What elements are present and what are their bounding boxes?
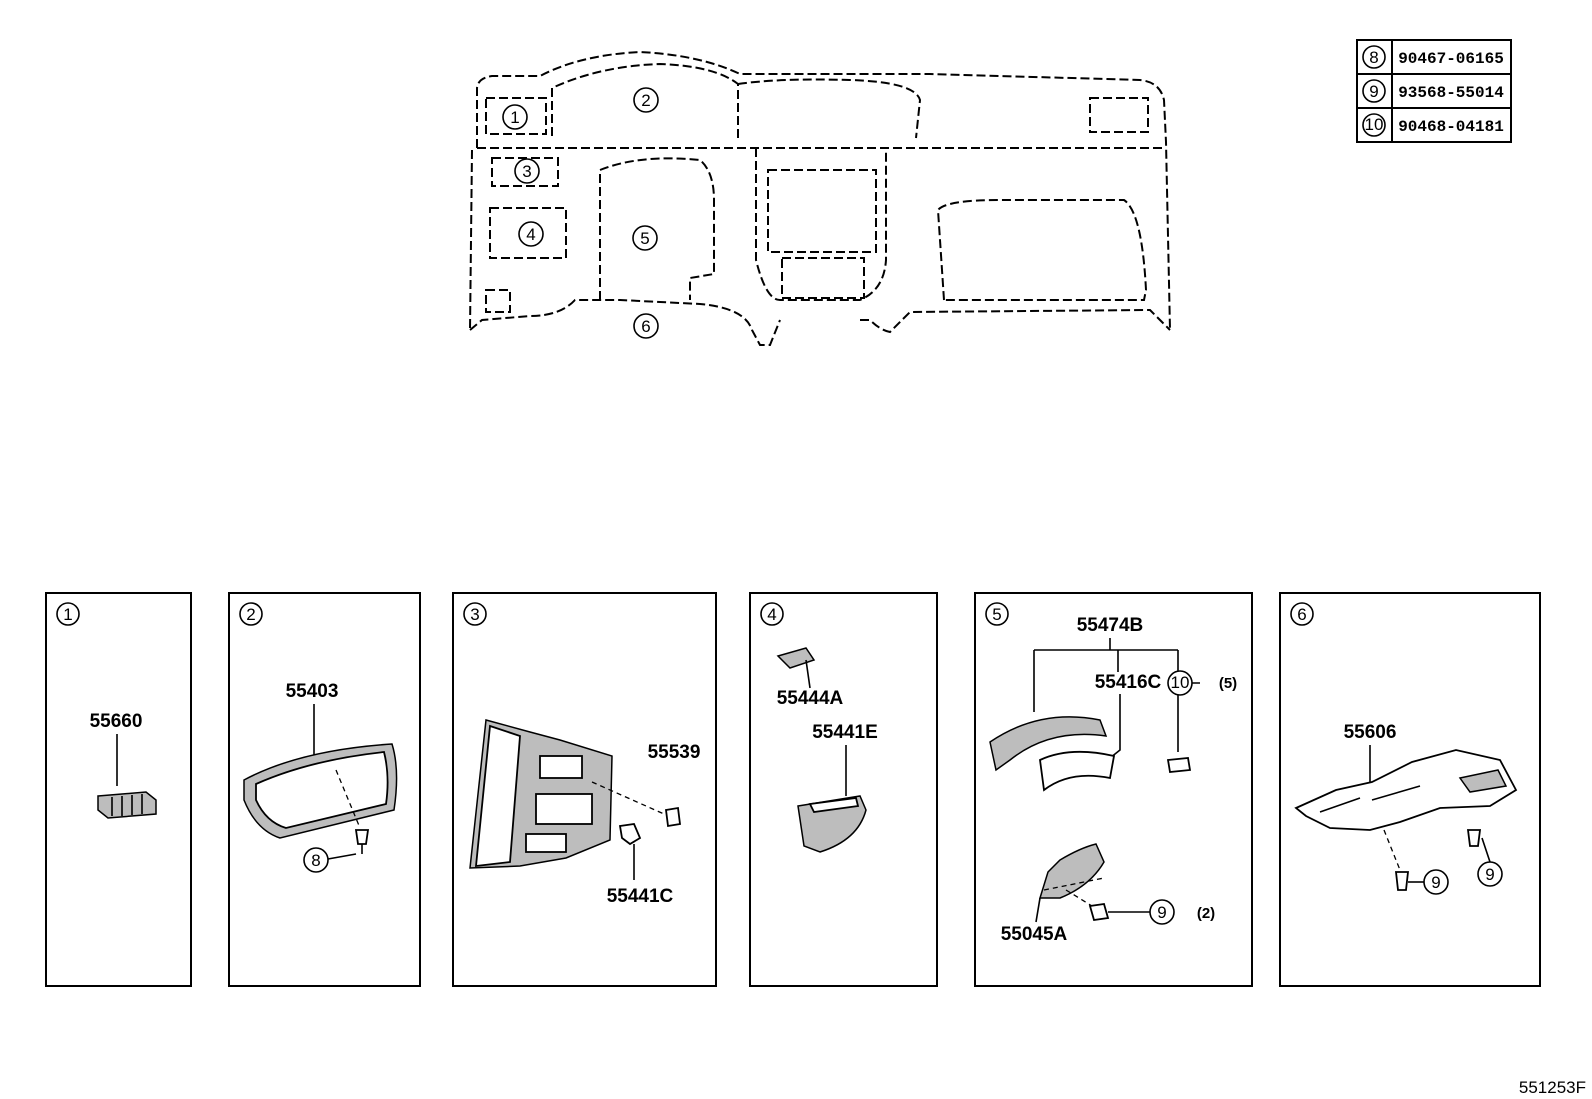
overview-callout: 2: [633, 87, 659, 113]
panel-5: 5 55474B 55416C 10 (5) 55045A 9 (2): [974, 592, 1253, 987]
side-vent-part: [97, 791, 157, 819]
overview-callout: 4: [518, 221, 544, 247]
fastener-part-number: 90468-04181: [1398, 118, 1504, 136]
part-number: 55045A: [1001, 924, 1068, 945]
panel-ref: 5: [992, 605, 1001, 624]
fastener-table: 8 90467-06165 9 93568-55014 10 90468-041…: [1356, 39, 1512, 143]
fastener-part-number: 93568-55014: [1398, 84, 1504, 102]
fastener-ref: 9: [1369, 82, 1378, 101]
knee-bracket-part: [1038, 843, 1105, 899]
svg-text:5: 5: [640, 229, 649, 248]
fastener-part-number: 90467-06165: [1398, 50, 1504, 68]
fastener-callout: 9: [1157, 903, 1166, 922]
fastener-row: 8 90467-06165: [1362, 45, 1504, 69]
svg-text:3: 3: [522, 162, 531, 181]
svg-text:1: 1: [510, 108, 519, 127]
panel-1: 1 55660: [45, 592, 192, 987]
panel-ref: 3: [470, 605, 479, 624]
under-cover-part: [1294, 749, 1518, 831]
panel-ref: 4: [767, 605, 776, 624]
part-number: 55606: [1344, 722, 1397, 743]
clip-10: [1166, 757, 1192, 773]
screw-9: [1394, 871, 1410, 891]
part-number: 55416C: [1095, 672, 1162, 693]
fastener-ref: 8: [1369, 48, 1378, 67]
fastener-callout: 9: [1485, 865, 1494, 884]
part-number: 55474B: [1077, 615, 1144, 636]
fastener-row: 9 93568-55014: [1362, 79, 1504, 103]
quantity: (2): [1197, 905, 1215, 922]
screw-8: [354, 829, 370, 854]
switch-cover-part: [776, 647, 816, 669]
clip-55441c: [618, 823, 642, 846]
part-number: 55403: [286, 681, 339, 702]
screw-9: [1065, 889, 1110, 922]
fastener-ref: 10: [1365, 115, 1384, 134]
svg-text:6: 6: [641, 317, 650, 336]
fastener-callout: 10: [1171, 673, 1190, 692]
panel-ref: 1: [63, 605, 72, 624]
panel-6: 6 55606 9 9: [1279, 592, 1541, 987]
overview-callout: 6: [633, 313, 659, 339]
meter-hood-part: [243, 743, 398, 839]
part-number: 55660: [90, 711, 143, 732]
svg-text:2: 2: [641, 91, 650, 110]
fastener-callout: 8: [311, 851, 320, 870]
fastener-row: 10 90468-04181: [1362, 113, 1504, 137]
panel-ref: 2: [246, 605, 255, 624]
clip-55539: [664, 806, 682, 828]
part-number: 55441E: [812, 722, 878, 743]
part-number: 55441C: [607, 886, 674, 907]
part-number: 55539: [648, 742, 701, 763]
column-cover-part: [989, 716, 1116, 792]
screw-9: [1466, 829, 1482, 847]
fastener-callout: 9: [1431, 873, 1440, 892]
part-number: 55444A: [777, 688, 844, 709]
panel-ref: 6: [1297, 605, 1306, 624]
dashboard-overview: 1 2 3 4 5 6: [469, 50, 1171, 346]
panel-4: 4 55444A 55441E: [749, 592, 938, 987]
lower-panel-part: [469, 719, 613, 869]
overview-callout: 3: [514, 158, 540, 184]
quantity: (5): [1219, 675, 1237, 692]
pocket-part: [797, 795, 867, 853]
panel-3: 3 55539 55441C: [452, 592, 717, 987]
svg-text:4: 4: [526, 225, 535, 244]
overview-callout: 1: [502, 104, 528, 130]
figure-code: 551253F: [1519, 1078, 1586, 1097]
overview-callout: 5: [632, 225, 658, 251]
panel-2: 2 55403 8: [228, 592, 421, 987]
